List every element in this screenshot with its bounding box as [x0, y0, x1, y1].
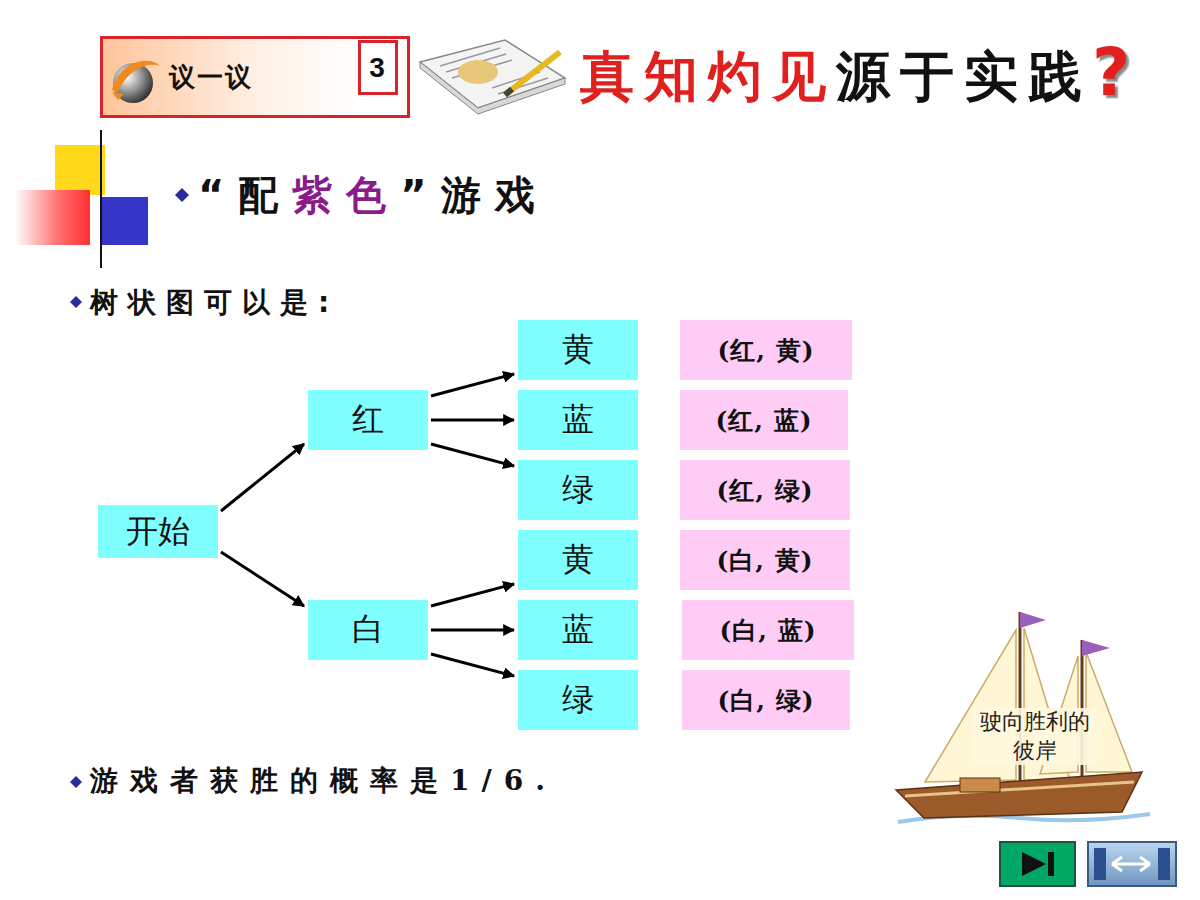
outcome-box-text: (白, 绿): [717, 684, 814, 717]
nav-buttons-part: [1094, 848, 1106, 880]
sailboat-illustration-part: [1082, 640, 1110, 656]
nav-buttons: [1000, 842, 1176, 886]
outcome-box-text: (红, 黄): [717, 334, 814, 367]
book-icon: [420, 40, 565, 114]
corner-squares: [15, 130, 1150, 268]
outcome-box: (白, 绿): [682, 670, 850, 730]
slide-title: 真知灼见源于实践?: [580, 34, 1130, 114]
tree-caption: 树状图可以是:: [90, 284, 339, 322]
tree-leaf-text: 蓝: [562, 608, 594, 652]
section-number: 3: [358, 40, 398, 95]
globe-icon: [112, 61, 160, 103]
header-ground: [103, 39, 358, 115]
corner-squares-part: [60, 235, 1150, 237]
book-icon-part: [505, 89, 512, 95]
outcome-box: (白, 黄): [680, 530, 850, 590]
outcome-box: (红, 绿): [680, 460, 850, 520]
tree-branch-text: 红: [352, 398, 384, 442]
corner-squares-part: [100, 197, 148, 245]
section-number-text: 3: [369, 52, 387, 84]
tree-arrow: [221, 552, 304, 606]
tree-leaf: 绿: [518, 460, 638, 520]
section-tag: 议一议 3: [100, 36, 410, 118]
subtitle-text: “配: [198, 168, 292, 223]
section-tag-text: 议一议: [169, 60, 253, 95]
outcome-box: (红, 黄): [680, 320, 852, 380]
book-icon-part: [458, 60, 498, 84]
outcome-box-text: (白, 黄): [716, 544, 813, 577]
book-icon-part: [420, 40, 565, 108]
corner-squares-part: [55, 145, 105, 195]
tree-leaf-text: 黄: [562, 538, 594, 582]
tree-leaf: 黄: [518, 530, 638, 590]
bullet-diamond-part: [175, 188, 189, 202]
header-ground-part: [103, 39, 358, 115]
tree-arrow: [431, 419, 514, 422]
title-mark: ?: [1092, 34, 1130, 111]
tree-arrow: [431, 374, 514, 396]
sailboat-illustration-part: [960, 778, 1000, 792]
outcome-box: (红, 蓝): [680, 390, 848, 450]
outcome-box-text: (白, 蓝): [719, 614, 816, 647]
nav-buttons-part: [1000, 842, 1075, 886]
tree-arrow: [431, 444, 514, 466]
slide-subtitle: “配紫色”游戏: [198, 168, 549, 223]
title-highlight: 真知灼见: [580, 41, 836, 114]
nav-buttons-part: [1158, 848, 1170, 880]
tree-root-text: 开始: [126, 510, 190, 554]
nav-buttons-part: [1088, 842, 1176, 886]
bullet-diamond-part: [70, 296, 82, 308]
book-icon-part: [505, 52, 560, 95]
tree-leaf-text: 绿: [562, 468, 594, 512]
tree-leaf: 黄: [518, 320, 638, 380]
nav-buttons-part: [1022, 852, 1046, 876]
tree-leaf-text: 蓝: [562, 398, 594, 442]
tree-arrow: [431, 654, 514, 676]
sailboat-illustration-part: [1020, 612, 1046, 628]
subtitle-highlight: 紫色: [292, 168, 400, 223]
tree-branch: 白: [308, 600, 428, 660]
probability-note: 游戏者获胜的概率是1/6.: [90, 762, 557, 800]
tree-root: 开始: [98, 505, 218, 558]
sailboat-illustration: [896, 612, 1150, 822]
bullet-diamond-part: [70, 776, 82, 788]
sailboat-illustration-part: [896, 772, 1142, 818]
tree-arrow: [221, 444, 304, 511]
tree-branch-text: 白: [352, 608, 384, 652]
tree-branch: 红: [308, 390, 428, 450]
bullet-diamond: [70, 188, 189, 788]
nav-buttons-part: [1112, 857, 1150, 871]
tree-leaf: 蓝: [518, 390, 638, 450]
tree-arrow: [431, 629, 514, 632]
subtitle-text: ”游戏: [400, 168, 548, 223]
nav-buttons-part: [1048, 852, 1054, 876]
outcome-box-text: (红, 蓝): [715, 404, 812, 437]
tree-arrow: [431, 584, 514, 606]
globe-icon-part: [112, 61, 160, 92]
outcome-box: (白, 蓝): [682, 600, 854, 660]
boat-caption: 驶向胜利的彼岸: [972, 708, 1097, 765]
corner-squares-part: [100, 130, 102, 268]
tree-leaf-text: 黄: [562, 328, 594, 372]
tree-leaf-text: 绿: [562, 678, 594, 722]
tree-leaf: 蓝: [518, 600, 638, 660]
outcome-box-text: (红, 绿): [716, 474, 813, 507]
title-text: 源于实践: [836, 41, 1092, 114]
sailboat-illustration-part: [905, 782, 1134, 796]
globe-icon-part: [112, 92, 124, 100]
tree-leaf: 绿: [518, 670, 638, 730]
